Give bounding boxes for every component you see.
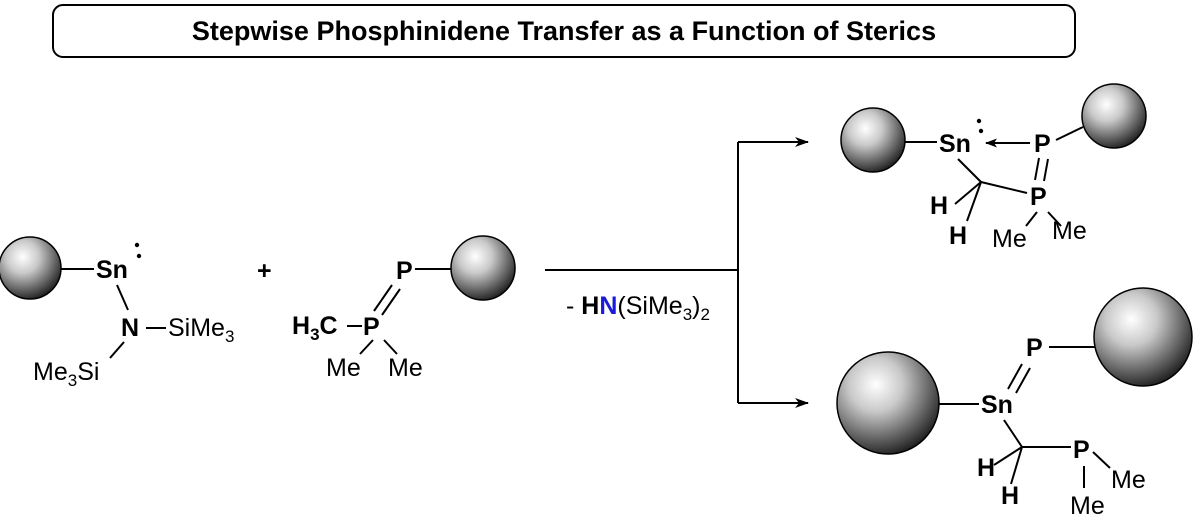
bulky-substituent-ball <box>1081 83 1147 149</box>
trimethylsilyl-label: Me3Si <box>33 358 99 390</box>
phosphorus-atom-label: P <box>1026 334 1043 362</box>
tin-atom-label: Sn <box>939 130 971 158</box>
phosphorus-atom-label: P <box>1030 183 1047 211</box>
nitrogen-atom-label: N <box>121 314 139 342</box>
product-bottom: Sn P H H P Me Me <box>836 287 1193 518</box>
lone-pair-dot <box>134 242 140 248</box>
hydrogen-atom-label: H <box>1001 482 1019 510</box>
lone-pair-dot <box>976 118 982 124</box>
methyl-group-label: Me <box>992 225 1027 253</box>
phosphorus-atom-label: P <box>1073 436 1090 464</box>
hydrogen-atom-label: H <box>930 192 948 220</box>
reactant-phosphanylidene-phosphorane: P H3C P Me Me <box>292 235 516 382</box>
hydrogen-atom-label: H <box>949 222 967 250</box>
methyl-group-label: Me <box>388 354 423 382</box>
product-top: Sn P P H H Me Me <box>840 83 1147 253</box>
tin-atom-label: Sn <box>96 256 128 284</box>
methyl-group-label: H3C <box>292 312 338 344</box>
methyl-group-label: Me <box>326 354 361 382</box>
methyl-group-label: Me <box>1070 492 1105 518</box>
lone-pair-dot <box>136 253 142 259</box>
phosphorus-atom-label: P <box>1034 130 1051 158</box>
methyl-group-label: Me <box>1111 466 1146 494</box>
trimethylsilyl-label: SiMe3 <box>168 314 234 346</box>
lone-pair-dot <box>978 128 984 134</box>
scheme-title: Stepwise Phosphinidene Transfer as a Fun… <box>52 4 1076 58</box>
bulky-substituent-ball <box>450 235 516 301</box>
tin-atom-label: Sn <box>981 391 1013 419</box>
phosphorus-atom-label: P <box>363 313 380 341</box>
reaction-arrows <box>545 137 809 408</box>
reaction-condition: - HN(SiMe3)2 <box>566 292 710 324</box>
methyl-group-label: Me <box>1052 217 1087 245</box>
reactant-stannylene-amide: Sn N SiMe3 Me3Si <box>0 236 234 390</box>
hydrogen-atom-label: H <box>977 454 995 482</box>
bulky-substituent-ball <box>840 107 906 173</box>
bulky-substituent-ball <box>1093 287 1193 387</box>
bulky-substituent-ball <box>0 236 62 300</box>
plus-sign: + <box>257 257 272 285</box>
bulky-substituent-ball <box>836 351 940 455</box>
phosphorus-atom-label: P <box>396 257 413 285</box>
